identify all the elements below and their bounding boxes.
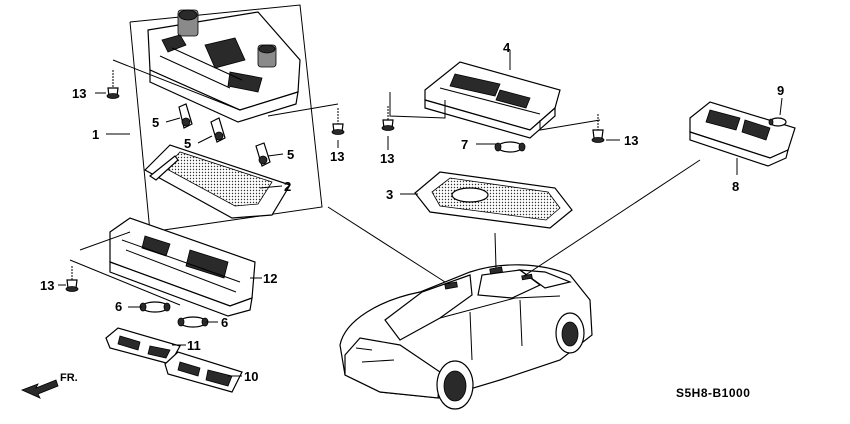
callout-2: 2 (284, 179, 291, 194)
callout-10: 10 (244, 369, 258, 384)
car-illustration (339, 264, 593, 410)
bulb-6 (139, 301, 171, 313)
screw-13 (381, 106, 395, 131)
diagram-code: S5H8-B1000 (676, 386, 750, 400)
callout-13: 13 (330, 149, 344, 164)
callout-5: 5 (184, 136, 191, 151)
screw-13 (106, 70, 120, 99)
bulb-socket (255, 142, 271, 167)
bulb-7 (494, 141, 526, 153)
bulb-socket (210, 117, 226, 143)
callout-5: 5 (287, 147, 294, 162)
callout-8: 8 (732, 179, 739, 194)
callout-9: 9 (777, 83, 784, 98)
callout-12: 12 (263, 271, 277, 286)
callout-3: 3 (386, 187, 393, 202)
callout-7: 7 (461, 137, 468, 152)
callout-13: 13 (624, 133, 638, 148)
bulb-9 (768, 117, 787, 127)
callout-5: 5 (152, 115, 159, 130)
callout-11: 11 (187, 338, 201, 353)
front-direction-arrow: FR. (20, 372, 78, 399)
callout-4: 4 (503, 40, 511, 55)
callout-13: 13 (72, 86, 86, 101)
callout-6: 6 (221, 315, 228, 330)
direction-label: FR. (60, 372, 78, 384)
screw-13 (591, 114, 605, 143)
screw-13 (65, 266, 79, 292)
callout-1: 1 (92, 127, 99, 142)
callout-6: 6 (115, 299, 122, 314)
center-roof-light (381, 50, 620, 229)
rear-light-assembly (58, 217, 262, 393)
bulb-6 (177, 316, 209, 328)
map-light-assembly (95, 4, 345, 233)
screw-13 (331, 108, 345, 135)
bulb-socket (178, 103, 193, 129)
callout-13: 13 (380, 151, 394, 166)
callout-13: 13 (40, 278, 54, 293)
side-light-assembly (689, 97, 796, 175)
